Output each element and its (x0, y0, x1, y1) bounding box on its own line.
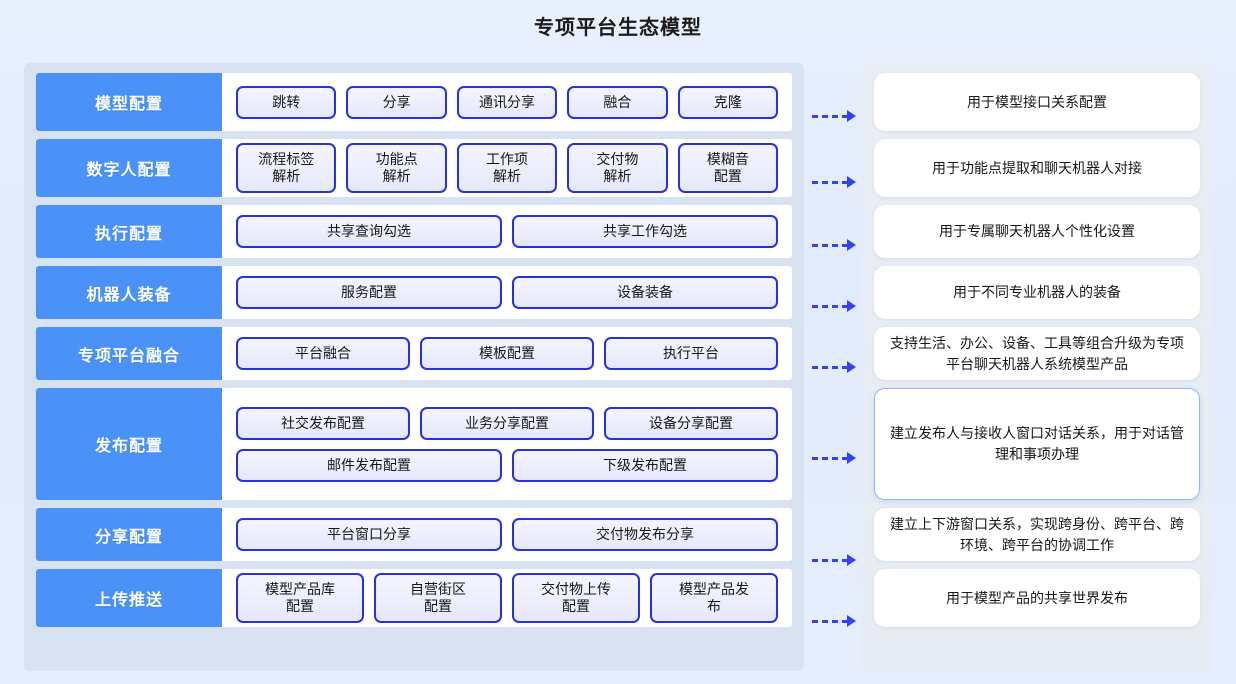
row-chips: 服务配置 设备装备 (222, 266, 792, 319)
chip-device-equipment[interactable]: 设备装备 (512, 276, 778, 309)
description-card-exec-config: 用于专属聊天机器人个性化设置 (874, 205, 1200, 258)
chip-email-publish-config[interactable]: 邮件发布配置 (236, 448, 502, 482)
chip-template-config[interactable]: 模板配置 (420, 337, 594, 370)
chip-platform-fusion[interactable]: 平台融合 (236, 337, 410, 370)
chip-line: 平台融合 模板配置 执行平台 (236, 337, 778, 370)
table-row: 数字人配置 流程标签 解析 功能点 解析 工作项 解析 交付物 解析 模糊音 配… (36, 139, 792, 197)
row-chips: 平台融合 模板配置 执行平台 (222, 327, 792, 380)
chip-line: 平台窗口分享 交付物发布分享 (236, 518, 778, 551)
chip-service-config[interactable]: 服务配置 (236, 276, 502, 309)
chip-deliverable-publish-share[interactable]: 交付物发布分享 (512, 518, 778, 551)
dashed-arrow-right-icon (812, 239, 856, 251)
table-row: 分享配置 平台窗口分享 交付物发布分享 (36, 508, 792, 561)
page-title: 专项平台生态模型 (534, 17, 702, 39)
description-card-share-config: 建立上下游窗口关系，实现跨身份、跨平台、跨环境、跨平台的协调工作 (874, 508, 1200, 561)
row-chips: 平台窗口分享 交付物发布分享 (222, 508, 792, 561)
table-row: 发布配置 社交发布配置 业务分享配置 设备分享配置 邮件发布配置 下级发布配置 (36, 388, 792, 500)
description-card-platform-fusion: 支持生活、办公、设备、工具等组合升级为专项平台聊天机器人系统模型产品 (874, 327, 1200, 380)
dashed-arrow-right-icon (812, 615, 856, 627)
row-chips: 共享查询勾选 共享工作勾选 (222, 205, 792, 258)
table-row: 模型配置 跳转 分享 通讯分享 融合 克隆 (36, 73, 792, 131)
chip-shared-query-select[interactable]: 共享查询勾选 (236, 215, 502, 248)
chip-line: 邮件发布配置 下级发布配置 (236, 448, 778, 482)
connector-column (806, 63, 862, 671)
description-card-digital-human-config: 用于功能点提取和聊天机器人对接 (874, 139, 1200, 197)
dashed-arrow-right-icon (812, 452, 856, 464)
row-chips: 社交发布配置 业务分享配置 设备分享配置 邮件发布配置 下级发布配置 (222, 388, 792, 500)
description-card-robot-equipment: 用于不同专业机器人的装备 (874, 266, 1200, 319)
chip-subordinate-publish-config[interactable]: 下级发布配置 (512, 448, 778, 482)
table-row: 专项平台融合 平台融合 模板配置 执行平台 (36, 327, 792, 380)
chip-self-operated-block-config[interactable]: 自营街区 配置 (374, 573, 502, 623)
row-chips: 跳转 分享 通讯分享 融合 克隆 (222, 73, 792, 131)
category-label-digital-human-config: 数字人配置 (36, 139, 222, 197)
description-panel: 用于模型接口关系配置 用于功能点提取和聊天机器人对接 用于专属聊天机器人个性化设… (862, 63, 1212, 671)
chip-device-share-config[interactable]: 设备分享配置 (604, 406, 778, 440)
chip-exec-platform[interactable]: 执行平台 (604, 337, 778, 370)
table-row: 上传推送 模型产品库 配置 自营街区 配置 交付物上传 配置 模型产品发 布 (36, 569, 792, 627)
category-label-upload-push: 上传推送 (36, 569, 222, 627)
chip-line: 共享查询勾选 共享工作勾选 (236, 215, 778, 248)
description-card-upload-push: 用于模型产品的共享世界发布 (874, 569, 1200, 627)
table-row: 执行配置 共享查询勾选 共享工作勾选 (36, 205, 792, 258)
chip-deliverable-upload-config[interactable]: 交付物上传 配置 (512, 573, 640, 623)
chip-shared-work-select[interactable]: 共享工作勾选 (512, 215, 778, 248)
category-label-publish-config: 发布配置 (36, 388, 222, 500)
chip-model-product-publish[interactable]: 模型产品发 布 (650, 573, 778, 623)
category-label-share-config: 分享配置 (36, 508, 222, 561)
chip-work-item-parse[interactable]: 工作项 解析 (456, 143, 558, 193)
chip-platform-window-share[interactable]: 平台窗口分享 (236, 518, 502, 551)
dashed-arrow-right-icon (812, 176, 856, 188)
chip-feature-point-parse[interactable]: 功能点 解析 (346, 143, 447, 193)
dashed-arrow-right-icon (812, 110, 856, 122)
chip-jump[interactable]: 跳转 (236, 85, 337, 119)
category-label-platform-fusion: 专项平台融合 (36, 327, 222, 380)
row-chips: 模型产品库 配置 自营街区 配置 交付物上传 配置 模型产品发 布 (222, 569, 792, 627)
row-chips: 流程标签 解析 功能点 解析 工作项 解析 交付物 解析 模糊音 配置 (222, 139, 792, 197)
chip-share[interactable]: 分享 (346, 85, 447, 119)
chip-merge[interactable]: 融合 (567, 85, 668, 119)
chip-line: 模型产品库 配置 自营街区 配置 交付物上传 配置 模型产品发 布 (236, 573, 778, 623)
category-label-model-config: 模型配置 (36, 73, 222, 131)
dashed-arrow-right-icon (812, 361, 856, 373)
chip-comm-share[interactable]: 通讯分享 (456, 85, 558, 119)
dashed-arrow-right-icon (812, 300, 856, 312)
chip-deliverable-parse[interactable]: 交付物 解析 (567, 143, 668, 193)
chip-line: 服务配置 设备装备 (236, 276, 778, 309)
chip-line: 社交发布配置 业务分享配置 设备分享配置 (236, 406, 778, 440)
chip-social-publish-config[interactable]: 社交发布配置 (236, 406, 410, 440)
chip-fuzzy-audio-config[interactable]: 模糊音 配置 (677, 143, 779, 193)
chip-model-product-lib-config[interactable]: 模型产品库 配置 (236, 573, 364, 623)
description-card-model-config: 用于模型接口关系配置 (874, 73, 1200, 131)
chip-line: 跳转 分享 通讯分享 融合 克隆 (236, 85, 779, 119)
dashed-arrow-right-icon (812, 554, 856, 566)
category-label-exec-config: 执行配置 (36, 205, 222, 258)
chip-process-tag-parse[interactable]: 流程标签 解析 (236, 143, 337, 193)
chip-clone[interactable]: 克隆 (677, 85, 779, 119)
table-row: 机器人装备 服务配置 设备装备 (36, 266, 792, 319)
ecosystem-diagram: 模型配置 跳转 分享 通讯分享 融合 克隆 数字人配置 流程标签 解析 功能点 … (0, 56, 1236, 684)
description-card-publish-config: 建立发布人与接收人窗口对话关系，用于对话管理和事项办理 (874, 388, 1200, 500)
capability-matrix-panel: 模型配置 跳转 分享 通讯分享 融合 克隆 数字人配置 流程标签 解析 功能点 … (24, 63, 804, 671)
chip-business-share-config[interactable]: 业务分享配置 (420, 406, 594, 440)
chip-line: 流程标签 解析 功能点 解析 工作项 解析 交付物 解析 模糊音 配置 (236, 143, 779, 193)
category-label-robot-equipment: 机器人装备 (36, 266, 222, 319)
